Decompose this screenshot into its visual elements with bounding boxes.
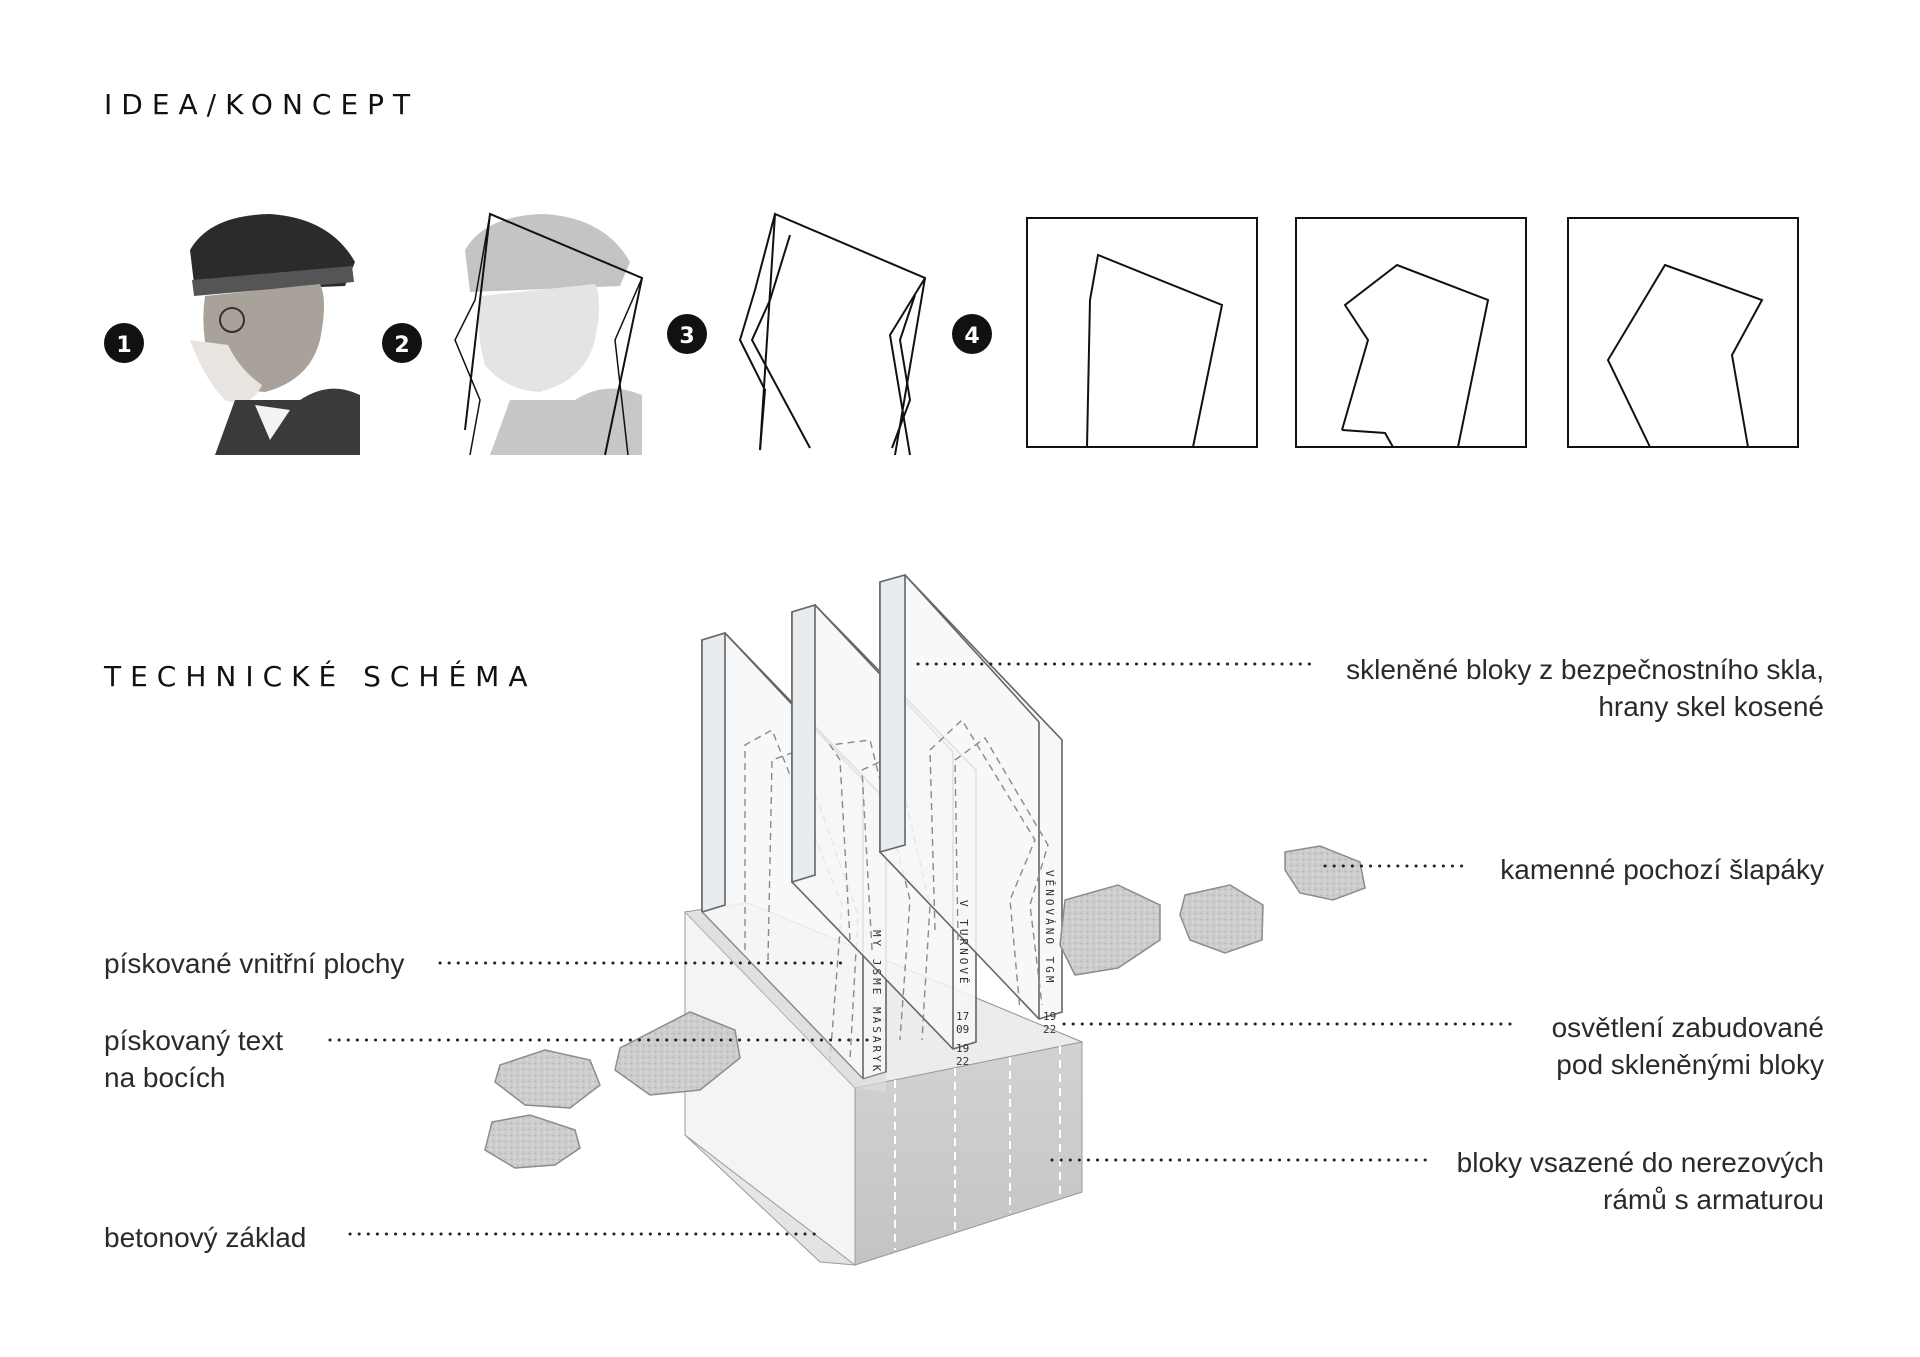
step-badge-4: 4	[952, 314, 992, 354]
label-glass-blocks-line-1: skleněné bloky z bezpečnostního skla,	[1346, 654, 1824, 685]
profile-frame-2	[1295, 217, 1527, 448]
leader-lines	[328, 662, 1517, 1236]
label-glass-blocks: skleněné bloky z bezpečnostního skla, hr…	[1346, 651, 1824, 725]
inscription-left: MY JSME MASARYK	[870, 930, 883, 1074]
inscription-right: VĚNOVÁNO TGM	[1043, 870, 1056, 985]
stone-3	[1059, 884, 1161, 976]
label-sandblasted-text: pískovaný text na bocích	[104, 1022, 283, 1096]
step-number-4: 4	[964, 324, 979, 349]
stone-6	[484, 1114, 581, 1169]
label-stepping-stones: kamenné pochozí šlapáky	[1500, 851, 1824, 888]
profile-frame-1	[1026, 217, 1258, 448]
label-frames: bloky vsazené do nerezových rámů s armat…	[1457, 1144, 1824, 1218]
profile-frame-3	[1567, 217, 1799, 448]
inscription-middle: V TURNOVĚ	[957, 900, 970, 987]
label-concrete-base-line-1: betonový základ	[104, 1222, 307, 1253]
inscription-middle-date-2: 09	[956, 1023, 969, 1036]
stone-4	[614, 1011, 741, 1096]
label-lighting-line-1: osvětlení zabudované	[1551, 1012, 1824, 1043]
label-concrete-base: betonový základ	[104, 1219, 306, 1256]
step-number-2: 2	[394, 333, 409, 358]
inscription-middle-date-4: 22	[956, 1055, 969, 1068]
label-stepping-stones-line-1: kamenné pochozí šlapáky	[1500, 854, 1824, 885]
label-glass-blocks-line-2: hrany skel kosené	[1598, 691, 1824, 722]
idea-concept-heading: IDEA/KONCEPT	[104, 88, 420, 121]
inscription-middle-date-3: 19	[956, 1042, 969, 1055]
portrait-photo	[185, 212, 360, 455]
profile-sketch	[738, 212, 927, 456]
label-lighting-line-2: pod skleněnými bloky	[1556, 1049, 1824, 1080]
step-badge-2: 2	[382, 323, 422, 363]
stepping-stones	[484, 845, 1366, 1169]
stone-1	[1284, 845, 1366, 901]
label-sandblasted-text-line-1: pískovaný text	[104, 1025, 283, 1056]
stone-5	[494, 1049, 601, 1109]
label-frames-line-2: rámů s armaturou	[1603, 1184, 1824, 1215]
stone-2	[1179, 884, 1264, 954]
step-number-3: 3	[679, 324, 694, 349]
label-sandblasted-surfaces-line-1: pískované vnitřní plochy	[104, 948, 405, 979]
inscription-middle-date-1: 17	[956, 1010, 969, 1023]
inscription-right-date-2: 22	[1043, 1023, 1056, 1036]
label-sandblasted-surfaces: pískované vnitřní plochy	[104, 945, 404, 982]
step-badge-1: 1	[104, 323, 144, 363]
step-badge-3: 3	[667, 314, 707, 354]
label-sandblasted-text-line-2: na bocích	[104, 1062, 226, 1093]
memorial-model: MY JSME MASARYK V TURNOVĚ 17 09 19 22 VĚ…	[683, 573, 1084, 1267]
inscription-right-date-1: 19	[1043, 1010, 1056, 1023]
label-frames-line-1: bloky vsazené do nerezových	[1456, 1147, 1824, 1178]
label-lighting: osvětlení zabudované pod skleněnými blok…	[1552, 1009, 1824, 1083]
portrait-overlay	[454, 212, 644, 456]
step-number-1: 1	[116, 333, 131, 358]
technical-schema-heading: TECHNICKÉ SCHÉMA	[104, 660, 537, 693]
